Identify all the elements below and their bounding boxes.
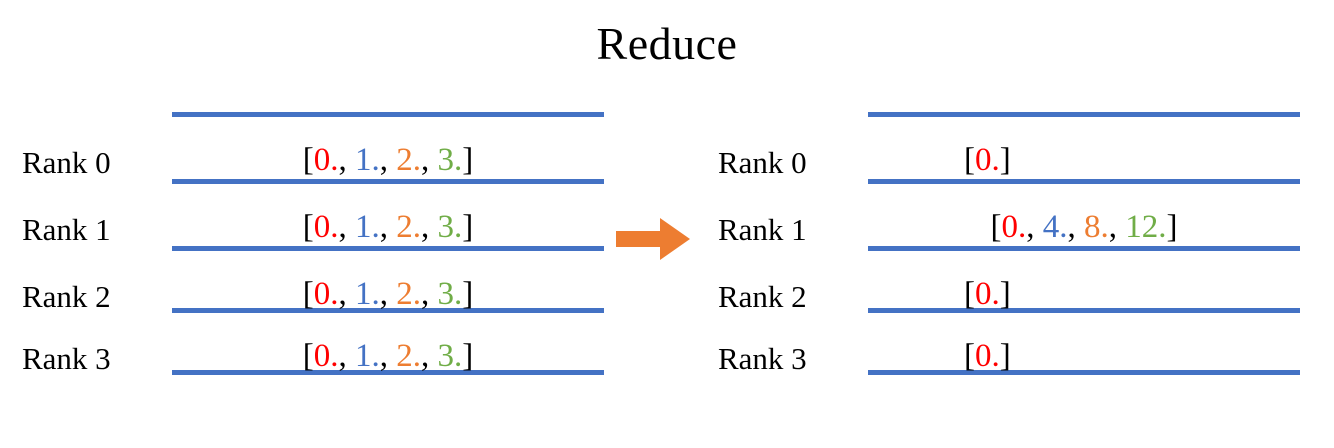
value-token: 2. xyxy=(396,338,421,374)
rank-value: [0.] xyxy=(868,140,1300,180)
value-token: 0. xyxy=(313,338,339,374)
rank-label: Rank 1 xyxy=(22,212,111,247)
rank-label: Rank 2 xyxy=(22,279,111,314)
value-token: [ xyxy=(990,209,1002,245)
rank-label: Rank 2 xyxy=(718,279,807,314)
value-token: [ xyxy=(964,142,975,178)
row-divider xyxy=(868,308,1300,313)
value-token: 0. xyxy=(975,142,1000,178)
panel-before-reduce: Rank 0 [0., 1., 2., 3.] Rank 1 [0., 1., 2.,… xyxy=(14,112,604,402)
value-token: , xyxy=(338,338,355,374)
rank-label: Rank 1 xyxy=(718,212,807,247)
value-token: 0. xyxy=(1001,209,1027,245)
value-token: , xyxy=(1108,209,1126,245)
value-token: 0. xyxy=(975,338,1000,374)
value-token: [ xyxy=(964,338,975,374)
rank-label: Rank 3 xyxy=(22,341,111,376)
value-token: , xyxy=(421,338,438,374)
value-token: ] xyxy=(462,276,474,312)
value-token: , xyxy=(338,276,355,312)
value-token: ] xyxy=(999,276,1011,312)
value-token: , xyxy=(379,338,397,374)
value-token: 0. xyxy=(313,276,339,312)
value-token: [ xyxy=(302,142,314,178)
value-token: 3. xyxy=(437,338,463,374)
row-divider xyxy=(172,370,604,375)
rank-label: Rank 0 xyxy=(22,145,111,180)
value-token: , xyxy=(421,209,438,245)
rank-label: Rank 3 xyxy=(718,341,807,376)
rank-row: Rank 0 [0., 1., 2., 3.] xyxy=(14,126,604,193)
page-title: Reduce xyxy=(596,18,738,69)
value-token: 1. xyxy=(355,276,380,312)
rank-row: Rank 3 [0.] xyxy=(710,322,1300,389)
rank-value: [0., 4., 8., 12.] xyxy=(868,207,1300,247)
rank-value: [0., 1., 2., 3.] xyxy=(172,140,604,180)
rank-row: Rank 1 [0., 4., 8., 12.] xyxy=(710,193,1300,260)
value-token: 1. xyxy=(355,338,380,374)
value-token: ] xyxy=(462,142,474,178)
row-divider xyxy=(172,308,604,313)
value-token: [ xyxy=(302,276,314,312)
value-token: 0. xyxy=(975,276,1000,312)
value-token: , xyxy=(1026,209,1043,245)
rank-value: [0., 1., 2., 3.] xyxy=(172,207,604,247)
value-token: 3. xyxy=(437,209,463,245)
value-token: , xyxy=(338,142,355,178)
rank-row: Rank 0 [0.] xyxy=(710,126,1300,193)
rank-row: Rank 1 [0., 1., 2., 3.] xyxy=(14,193,604,260)
value-token: , xyxy=(379,276,397,312)
rank-row: Rank 3 [0., 1., 2., 3.] xyxy=(14,322,604,389)
value-token: [ xyxy=(964,276,975,312)
value-token: , xyxy=(338,209,355,245)
rank-row: Rank 2 [0.] xyxy=(710,260,1300,327)
row-divider xyxy=(868,179,1300,184)
row-divider xyxy=(868,246,1300,251)
value-token: 3. xyxy=(437,142,463,178)
value-token: ] xyxy=(999,142,1011,178)
value-token: , xyxy=(379,142,397,178)
value-token: 1. xyxy=(355,209,380,245)
row-divider xyxy=(172,246,604,251)
value-token: 4. xyxy=(1042,209,1068,245)
value-token: , xyxy=(421,142,438,178)
rank-value: [0.] xyxy=(868,274,1300,314)
value-token: 0. xyxy=(313,209,339,245)
value-token: ] xyxy=(462,338,474,374)
value-token: ] xyxy=(1166,209,1178,245)
row-divider xyxy=(868,370,1300,375)
panel-after-reduce: Rank 0 [0.] Rank 1 [0., 4., 8., 12.] Rank 2 [… xyxy=(710,112,1300,402)
value-token: [ xyxy=(302,209,314,245)
rank-label: Rank 0 xyxy=(718,145,807,180)
value-token: ] xyxy=(999,338,1011,374)
value-token: 1. xyxy=(355,142,380,178)
value-token: 3. xyxy=(437,276,463,312)
rank-value: [0., 1., 2., 3.] xyxy=(172,336,604,376)
value-token: 12. xyxy=(1125,209,1167,245)
row-divider xyxy=(868,112,1300,117)
value-token: 2. xyxy=(396,142,421,178)
value-token: 2. xyxy=(396,209,421,245)
value-token: 8. xyxy=(1084,209,1109,245)
value-token: 0. xyxy=(313,142,339,178)
rank-row: Rank 2 [0., 1., 2., 3.] xyxy=(14,260,604,327)
value-token: [ xyxy=(302,338,314,374)
value-token: 2. xyxy=(396,276,421,312)
rank-value: [0., 1., 2., 3.] xyxy=(172,274,604,314)
rank-value: [0.] xyxy=(868,336,1300,376)
value-token: , xyxy=(1067,209,1084,245)
row-divider xyxy=(172,112,604,117)
right-arrow-icon xyxy=(616,218,690,260)
row-divider xyxy=(172,179,604,184)
value-token: ] xyxy=(462,209,474,245)
value-token: , xyxy=(421,276,438,312)
value-token: , xyxy=(379,209,397,245)
